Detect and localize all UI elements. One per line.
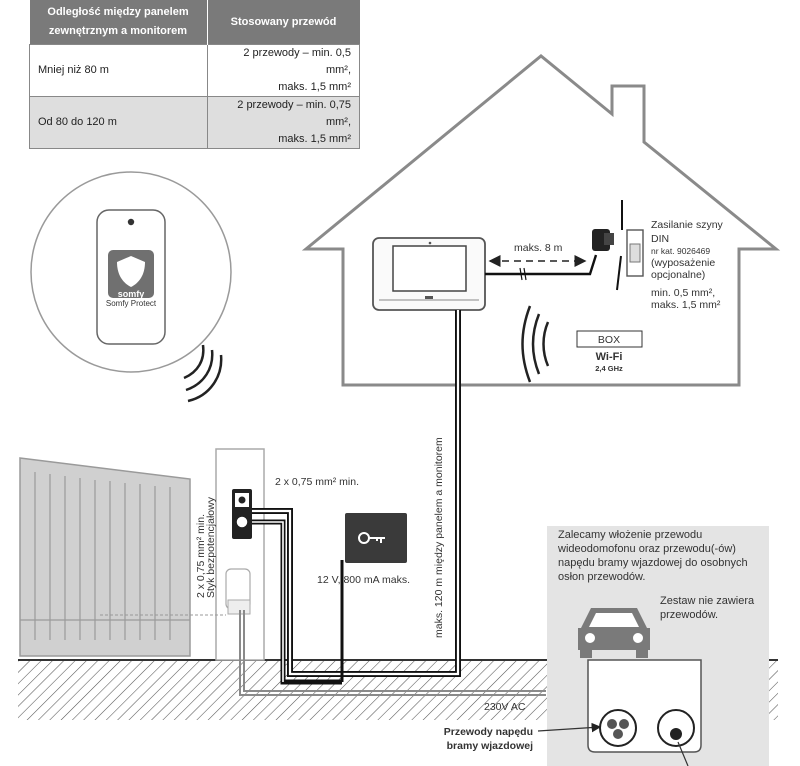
car-icon	[578, 608, 650, 658]
vertical-cable-label: maks. 120 m między panelem a monitorem	[433, 437, 445, 638]
cable-cell: 2 przewody – min. 0,75 mm², maks. 1,5 mm…	[206, 96, 360, 149]
brand-label: somfy	[118, 289, 145, 299]
pillar-contact-label: Styk bezpotencjałowy	[205, 496, 217, 598]
table-row: Od 80 do 120 m 2 przewody – min. 0,75 mm…	[29, 96, 360, 149]
lock-cable	[252, 519, 342, 685]
intercom-pointer	[677, 741, 689, 766]
wifi-label: Wi-Fi	[596, 351, 623, 363]
din-cable-line: min. 0,5 mm²,	[651, 287, 715, 299]
pillar-cable-label: 2 x 0,75 mm² min.	[195, 514, 207, 598]
kit-note-line: przewodów.	[660, 609, 718, 621]
distance-cell: Mniej niż 80 m	[29, 44, 208, 97]
table-row: Mniej niż 80 m 2 przewody – min. 0,5 mm²…	[29, 44, 360, 97]
kit-note-line: Zestaw nie zawiera	[660, 595, 755, 607]
motor-contact-cable	[239, 610, 546, 696]
din-title-line: DIN	[651, 233, 669, 245]
gate-motor	[225, 568, 251, 615]
max-8m-label: maks. 8 m	[514, 242, 563, 254]
din-catalog-number: nr kat. 9026469	[651, 246, 710, 256]
din-rail-module	[616, 200, 644, 291]
cable-cell-line: maks. 1,5 mm²	[278, 81, 351, 93]
power-adapter	[592, 229, 614, 251]
app-name: Somfy Protect	[106, 299, 157, 308]
recommendation-line: wideodomofonu oraz przewodu(-ów)	[557, 543, 736, 555]
cable-cell-line: 2 przewody – min. 0,75 mm²,	[237, 99, 351, 128]
ac-label: 230V AC	[484, 701, 526, 713]
cable-spec-table: Odległość między panelem zewnętrznym a m…	[29, 0, 360, 149]
din-cable-line: maks. 1,5 mm²	[651, 299, 721, 311]
table-header-row: Odległość między panelem zewnętrznym a m…	[29, 0, 360, 45]
distance-cell: Od 80 do 120 m	[29, 96, 208, 149]
cable-cell-line: 2 przewody – min. 0,5 mm²,	[243, 47, 351, 76]
motor-pointer	[537, 722, 602, 733]
lock-power-label: 12 V, 800 mA maks.	[317, 574, 410, 586]
gate-motor-label: Przewody napędu	[444, 726, 533, 738]
recommendation-line: Zalecamy włożenie przewodu	[558, 529, 702, 541]
wifi-signal-icon	[521, 305, 550, 383]
trench	[587, 659, 702, 753]
header-cable: Stosowany przewód	[206, 0, 360, 45]
smartphone: somfy Somfy Protect	[96, 209, 166, 345]
header-distance: Odległość między panelem zewnętrznym a m…	[29, 0, 207, 45]
wireless-icon	[183, 344, 223, 403]
motor-conduit	[599, 709, 637, 747]
shield-icon	[117, 256, 145, 287]
adapter-cable	[485, 254, 598, 276]
cable-cell: 2 przewody – min. 0,5 mm², maks. 1,5 mm²	[206, 44, 360, 97]
recommendation-line: osłon przewodów.	[558, 571, 645, 583]
din-optional-line: opcjonalne)	[651, 269, 705, 281]
recommendation-line: napędu bramy wjazdowej do osobnych	[558, 557, 748, 569]
din-optional-line: (wyposażenie	[651, 257, 715, 269]
outdoor-panel	[232, 489, 252, 539]
electric-lock	[345, 513, 407, 563]
wifi-frequency: 2,4 GHz	[595, 364, 623, 373]
box-label: BOX	[598, 334, 620, 346]
gate-motor-label: bramy wjazdowej	[447, 740, 533, 752]
box-outline	[576, 330, 643, 348]
gate-cable-label: 2 x 0,75 mm² min.	[275, 476, 359, 488]
din-title-line: Zasilanie szyny	[651, 219, 724, 231]
cable-cell-line: maks. 1,5 mm²	[278, 133, 351, 145]
indoor-monitor	[372, 237, 486, 311]
sliding-gate	[19, 457, 191, 657]
